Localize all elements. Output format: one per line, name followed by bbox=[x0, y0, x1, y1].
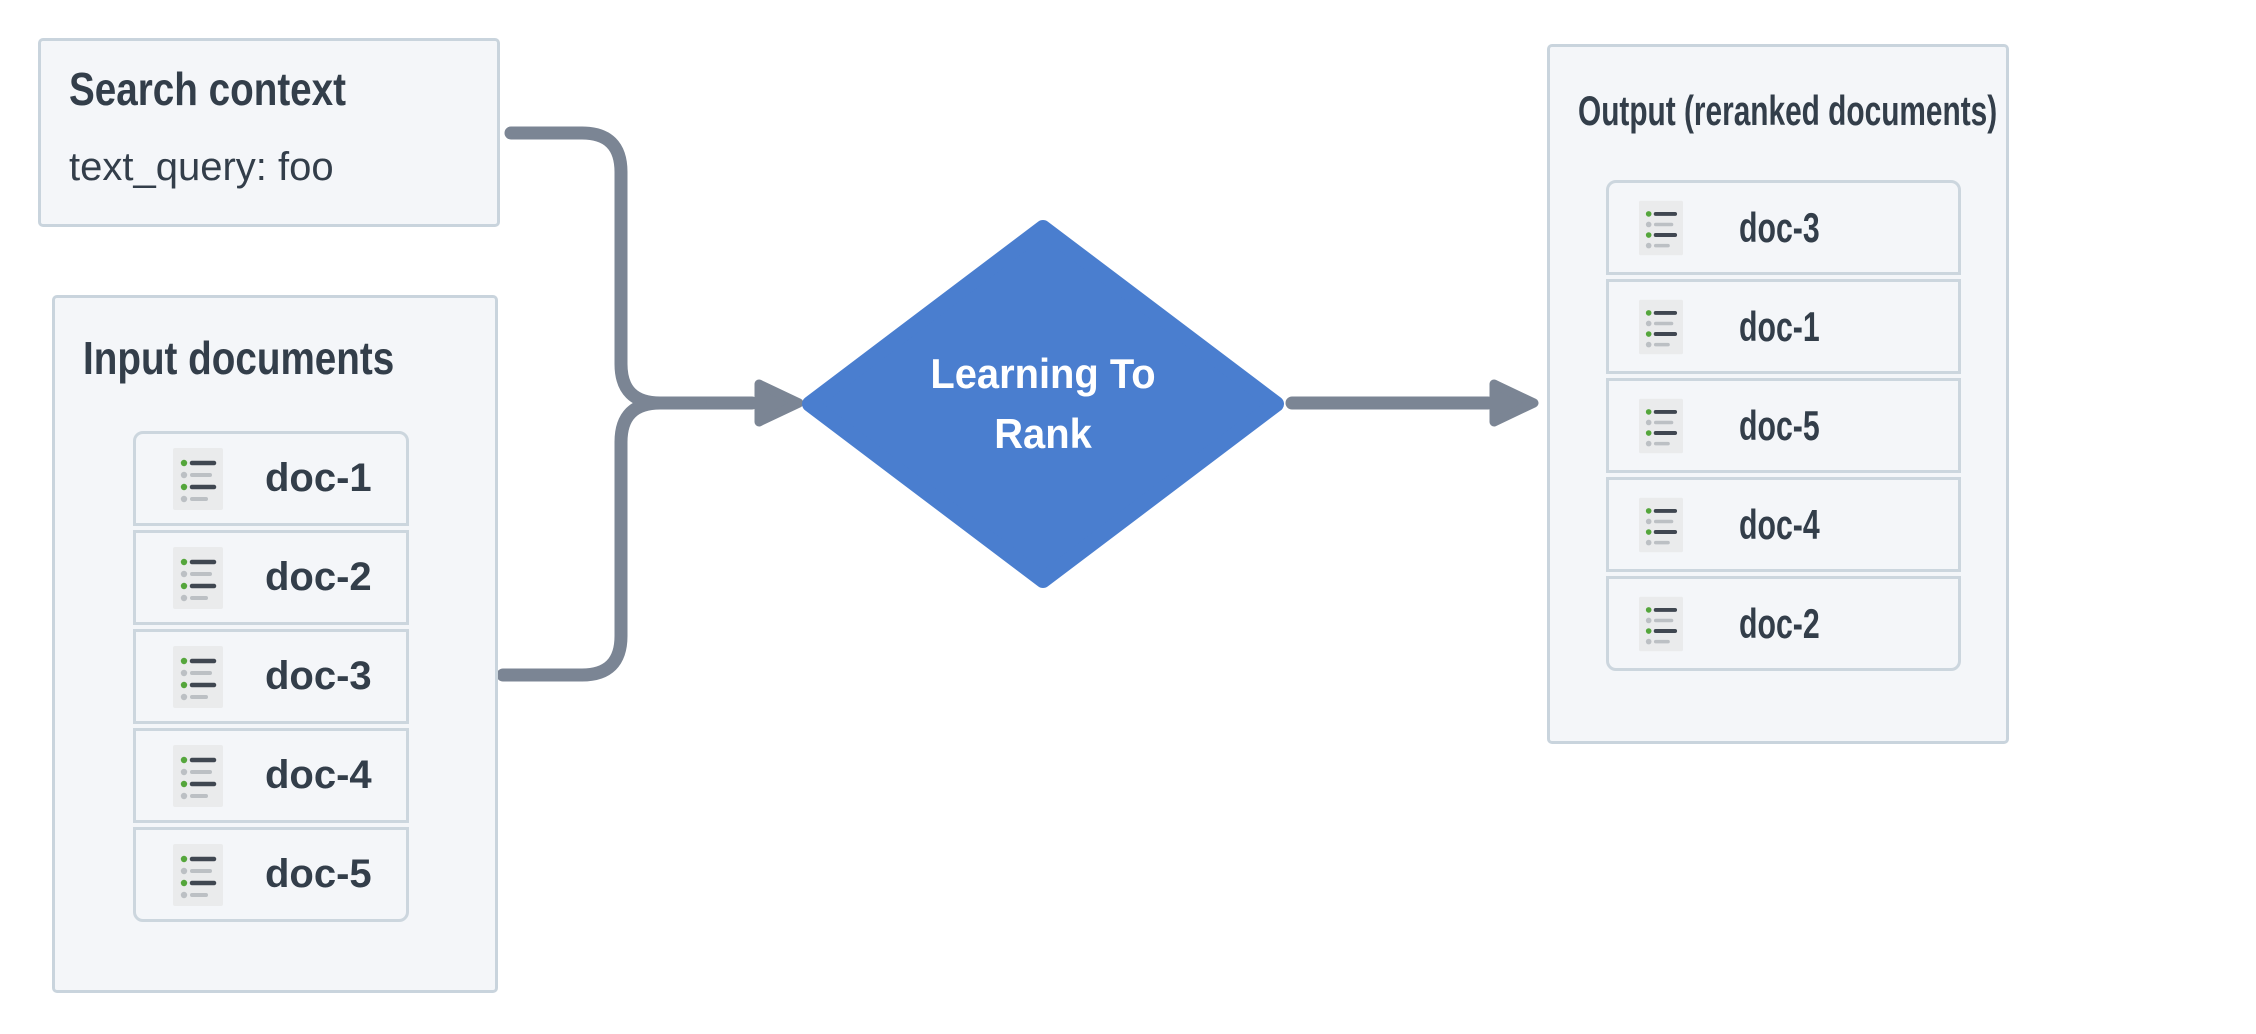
arrowhead-into-rank bbox=[754, 379, 804, 427]
label-line-1: Learning To bbox=[930, 350, 1156, 397]
list-document-icon bbox=[1639, 497, 1683, 552]
list-document-icon bbox=[1639, 596, 1683, 651]
search-context-box: Search context text_query: foo bbox=[38, 38, 500, 227]
list-document-icon bbox=[173, 843, 223, 906]
doc-label: doc-2 bbox=[265, 555, 372, 599]
doc-row: doc-1 bbox=[1606, 279, 1961, 374]
learning-to-rank-node: Learning To Rank bbox=[796, 214, 1290, 594]
edge-input-to-rank bbox=[496, 396, 707, 682]
diamond-shape bbox=[802, 220, 1284, 588]
doc-label: doc-5 bbox=[265, 852, 372, 896]
doc-row: doc-2 bbox=[1606, 576, 1961, 671]
doc-row: doc-3 bbox=[1606, 180, 1961, 275]
arrowhead-into-output bbox=[1489, 379, 1539, 427]
list-document-icon bbox=[1639, 200, 1683, 255]
doc-row: doc-3 bbox=[133, 629, 409, 724]
doc-label: doc-3 bbox=[1739, 203, 1820, 251]
edge-search-to-rank bbox=[504, 126, 759, 410]
doc-label: doc-4 bbox=[265, 753, 372, 797]
input-doc-list: doc-1 doc-2 doc-3 doc-4 doc-5 bbox=[133, 431, 409, 922]
list-document-icon bbox=[1639, 398, 1683, 453]
doc-row: doc-1 bbox=[133, 431, 409, 526]
label-line-2: Rank bbox=[994, 410, 1092, 457]
list-document-icon bbox=[173, 447, 223, 510]
doc-label: doc-2 bbox=[1739, 599, 1820, 647]
list-document-icon bbox=[173, 546, 223, 609]
doc-label: doc-3 bbox=[265, 654, 372, 698]
doc-row: doc-5 bbox=[133, 827, 409, 922]
output-reranked-box: Output (reranked documents) doc-3 doc-1 … bbox=[1547, 44, 2009, 744]
learning-to-rank-label: Learning To Rank bbox=[808, 214, 1277, 594]
list-document-icon bbox=[1639, 299, 1683, 354]
doc-row: doc-2 bbox=[133, 530, 409, 625]
doc-label: doc-1 bbox=[1739, 302, 1820, 350]
list-document-icon bbox=[173, 744, 223, 807]
doc-row: doc-5 bbox=[1606, 378, 1961, 473]
search-context-title: Search context bbox=[69, 63, 347, 115]
doc-label: doc-5 bbox=[1739, 401, 1820, 449]
text-query-value: text_query: foo bbox=[69, 145, 334, 189]
output-doc-list: doc-3 doc-1 doc-5 doc-4 doc-2 bbox=[1606, 180, 1961, 671]
input-documents-box: Input documents doc-1 doc-2 doc-3 doc-4 … bbox=[52, 295, 498, 993]
input-documents-title: Input documents bbox=[83, 332, 395, 384]
doc-row: doc-4 bbox=[1606, 477, 1961, 572]
doc-label: doc-4 bbox=[1739, 500, 1820, 548]
doc-label: doc-1 bbox=[265, 456, 372, 500]
output-title: Output (reranked documents) bbox=[1578, 87, 1998, 134]
list-document-icon bbox=[173, 645, 223, 708]
doc-row: doc-4 bbox=[133, 728, 409, 823]
